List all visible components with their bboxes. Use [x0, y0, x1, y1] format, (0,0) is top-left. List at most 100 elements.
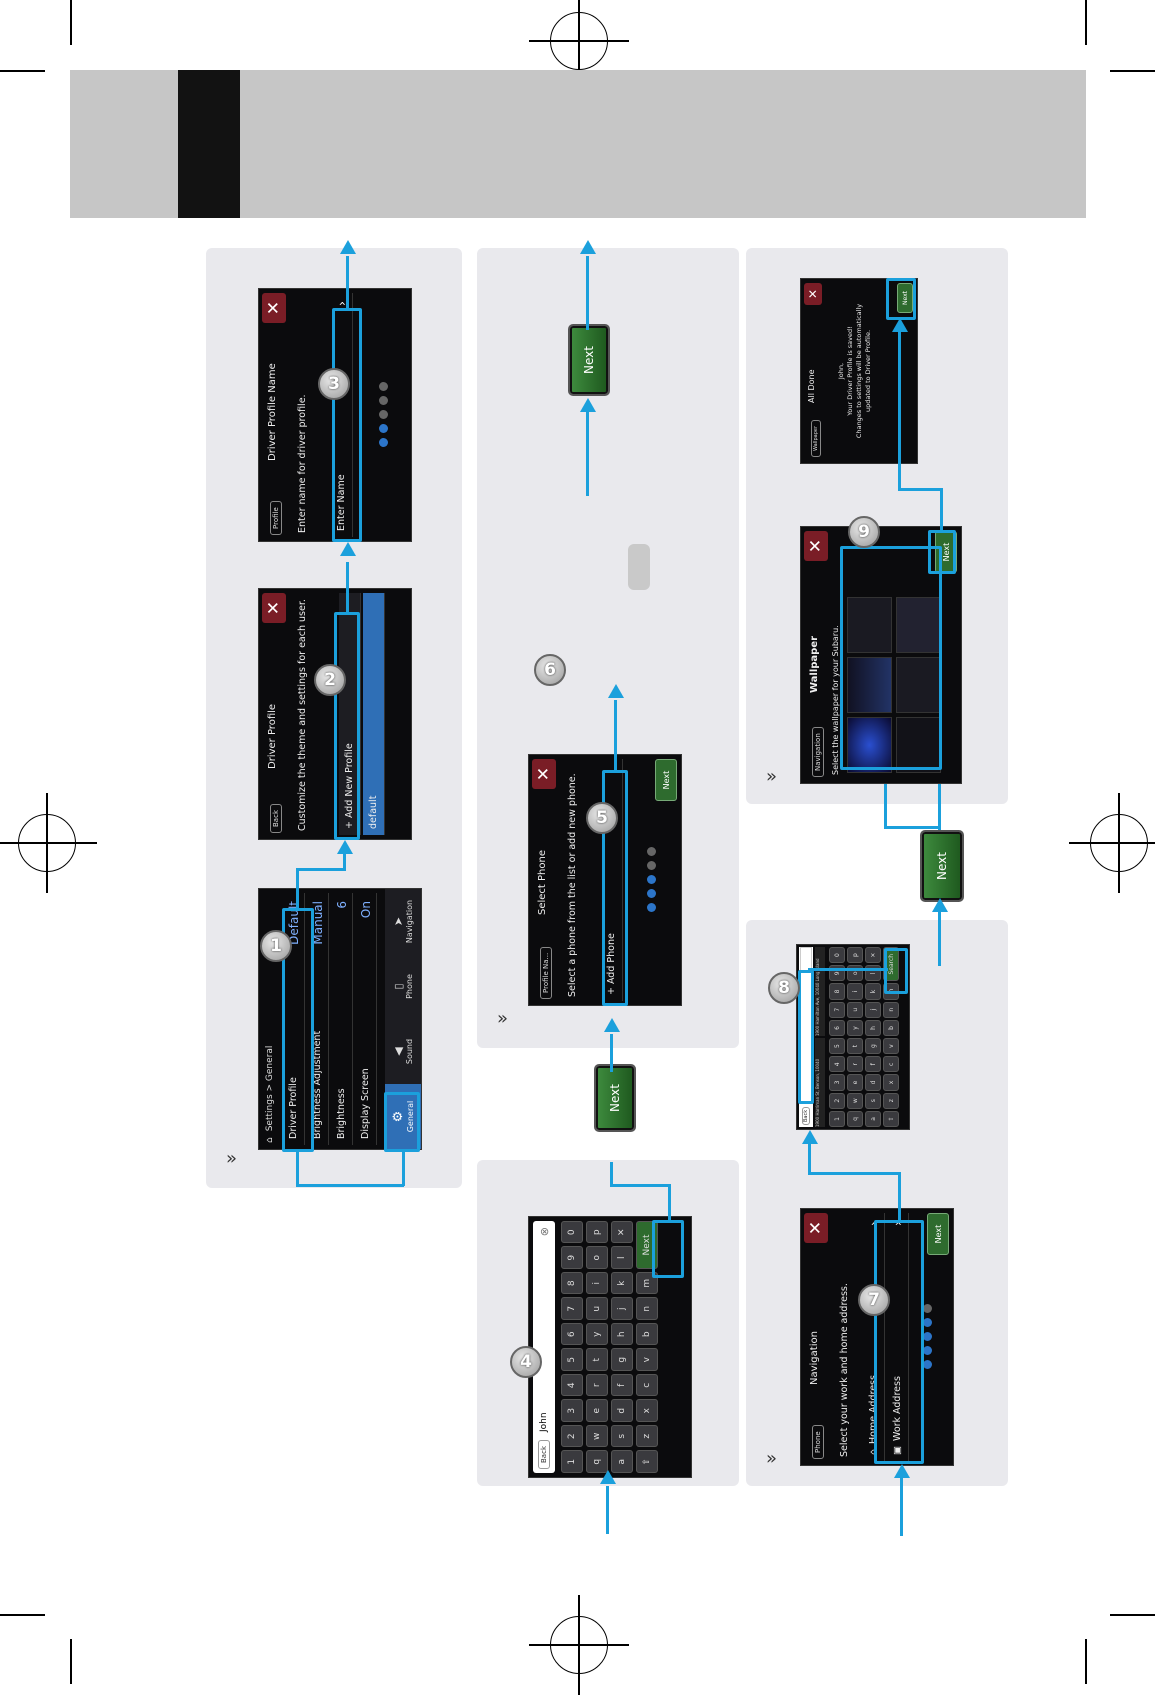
key[interactable]: 2: [561, 1425, 583, 1448]
back-button[interactable]: Back: [802, 1106, 810, 1125]
home-icon[interactable]: ⌂: [265, 1137, 275, 1143]
callout-3: 3: [318, 368, 350, 400]
key[interactable]: h: [865, 1019, 881, 1036]
key[interactable]: 3: [829, 1074, 845, 1091]
backspace-key[interactable]: ✕: [865, 947, 881, 964]
key[interactable]: 7: [561, 1297, 583, 1320]
key[interactable]: f: [611, 1374, 633, 1397]
key[interactable]: d: [611, 1399, 633, 1422]
list-item-default-profile[interactable]: default: [363, 593, 385, 835]
key[interactable]: 4: [561, 1374, 583, 1397]
close-button[interactable]: ✕: [804, 283, 822, 305]
key[interactable]: n: [883, 1001, 899, 1018]
key[interactable]: j: [865, 1001, 881, 1018]
key[interactable]: v: [883, 1038, 899, 1055]
key[interactable]: u: [847, 1001, 863, 1018]
tab-navigation[interactable]: ➤Navigation: [392, 899, 414, 944]
next-button[interactable]: Next: [570, 326, 608, 394]
key[interactable]: 8: [829, 983, 845, 1000]
shift-key[interactable]: ⇧: [883, 1110, 899, 1127]
key[interactable]: x: [883, 1074, 899, 1091]
key[interactable]: 1: [829, 1110, 845, 1127]
key[interactable]: i: [586, 1272, 608, 1295]
key[interactable]: 6: [829, 1019, 845, 1036]
key[interactable]: r: [586, 1374, 608, 1397]
key[interactable]: f: [865, 1056, 881, 1073]
close-button[interactable]: ✕: [262, 293, 286, 323]
next-button[interactable]: Next: [596, 1066, 634, 1130]
backspace-key[interactable]: ✕: [611, 1221, 633, 1244]
key[interactable]: r: [847, 1056, 863, 1073]
back-button[interactable]: Back: [538, 1440, 550, 1469]
key[interactable]: 5: [829, 1038, 845, 1055]
key[interactable]: y: [847, 1019, 863, 1036]
key[interactable]: e: [847, 1074, 863, 1091]
key[interactable]: n: [636, 1297, 658, 1320]
key[interactable]: y: [586, 1323, 608, 1346]
key[interactable]: 1: [561, 1450, 583, 1473]
key[interactable]: t: [586, 1348, 608, 1371]
tab-phone[interactable]: ▯Phone: [392, 974, 414, 999]
tab-sound[interactable]: ◀Sound: [392, 1038, 414, 1065]
key[interactable]: a: [865, 1110, 881, 1127]
key[interactable]: c: [883, 1056, 899, 1073]
key[interactable]: g: [865, 1038, 881, 1055]
suggestion-1[interactable]: 1900 Harriman St, Benson, 10040: [815, 1038, 825, 1127]
name-input[interactable]: John: [539, 1412, 549, 1432]
next-button[interactable]: Next: [655, 759, 677, 801]
key[interactable]: s: [611, 1425, 633, 1448]
key[interactable]: d: [865, 1074, 881, 1091]
close-button[interactable]: ✕: [804, 531, 828, 561]
key[interactable]: k: [611, 1272, 633, 1295]
key[interactable]: 9: [561, 1246, 583, 1269]
key[interactable]: z: [883, 1092, 899, 1109]
key[interactable]: e: [586, 1399, 608, 1422]
key[interactable]: z: [636, 1425, 658, 1448]
back-button[interactable]: Wallpaper: [811, 419, 821, 457]
key[interactable]: w: [586, 1425, 608, 1448]
key[interactable]: 3: [561, 1399, 583, 1422]
key[interactable]: w: [847, 1092, 863, 1109]
key[interactable]: 0: [561, 1221, 583, 1244]
key[interactable]: h: [611, 1323, 633, 1346]
key[interactable]: u: [586, 1297, 608, 1320]
key[interactable]: p: [847, 947, 863, 964]
key[interactable]: p: [586, 1221, 608, 1244]
shift-key[interactable]: ⇧: [636, 1450, 658, 1473]
key[interactable]: o: [586, 1246, 608, 1269]
close-button[interactable]: ✕: [262, 593, 286, 623]
key[interactable]: l: [611, 1246, 633, 1269]
key[interactable]: i: [847, 983, 863, 1000]
close-button[interactable]: ✕: [804, 1213, 828, 1243]
key[interactable]: t: [847, 1038, 863, 1055]
clear-icon[interactable]: ⊗: [537, 1227, 551, 1237]
suggestion-2[interactable]: 1900 Hamilton Ave, 10040 Long Island: [815, 947, 825, 1036]
key[interactable]: b: [883, 1019, 899, 1036]
key[interactable]: b: [636, 1323, 658, 1346]
back-button[interactable]: Back: [270, 804, 282, 833]
key[interactable]: j: [611, 1297, 633, 1320]
back-button[interactable]: Profile Na...: [540, 946, 552, 999]
key[interactable]: k: [865, 983, 881, 1000]
key[interactable]: 7: [829, 1001, 845, 1018]
key[interactable]: 5: [561, 1348, 583, 1371]
key[interactable]: 2: [829, 1092, 845, 1109]
key[interactable]: c: [636, 1374, 658, 1397]
next-button[interactable]: Next: [922, 832, 962, 900]
back-button[interactable]: Navigation: [812, 727, 824, 777]
next-button[interactable]: Next: [927, 1213, 949, 1255]
key[interactable]: 4: [829, 1056, 845, 1073]
key[interactable]: 8: [561, 1272, 583, 1295]
close-button[interactable]: ✕: [532, 759, 556, 789]
key[interactable]: v: [636, 1348, 658, 1371]
back-button[interactable]: Profile: [270, 501, 282, 535]
key[interactable]: q: [847, 1110, 863, 1127]
key[interactable]: s: [865, 1092, 881, 1109]
key[interactable]: g: [611, 1348, 633, 1371]
key[interactable]: 6: [561, 1323, 583, 1346]
back-button[interactable]: Phone: [812, 1425, 824, 1459]
key[interactable]: x: [636, 1399, 658, 1422]
key[interactable]: 0: [829, 947, 845, 964]
